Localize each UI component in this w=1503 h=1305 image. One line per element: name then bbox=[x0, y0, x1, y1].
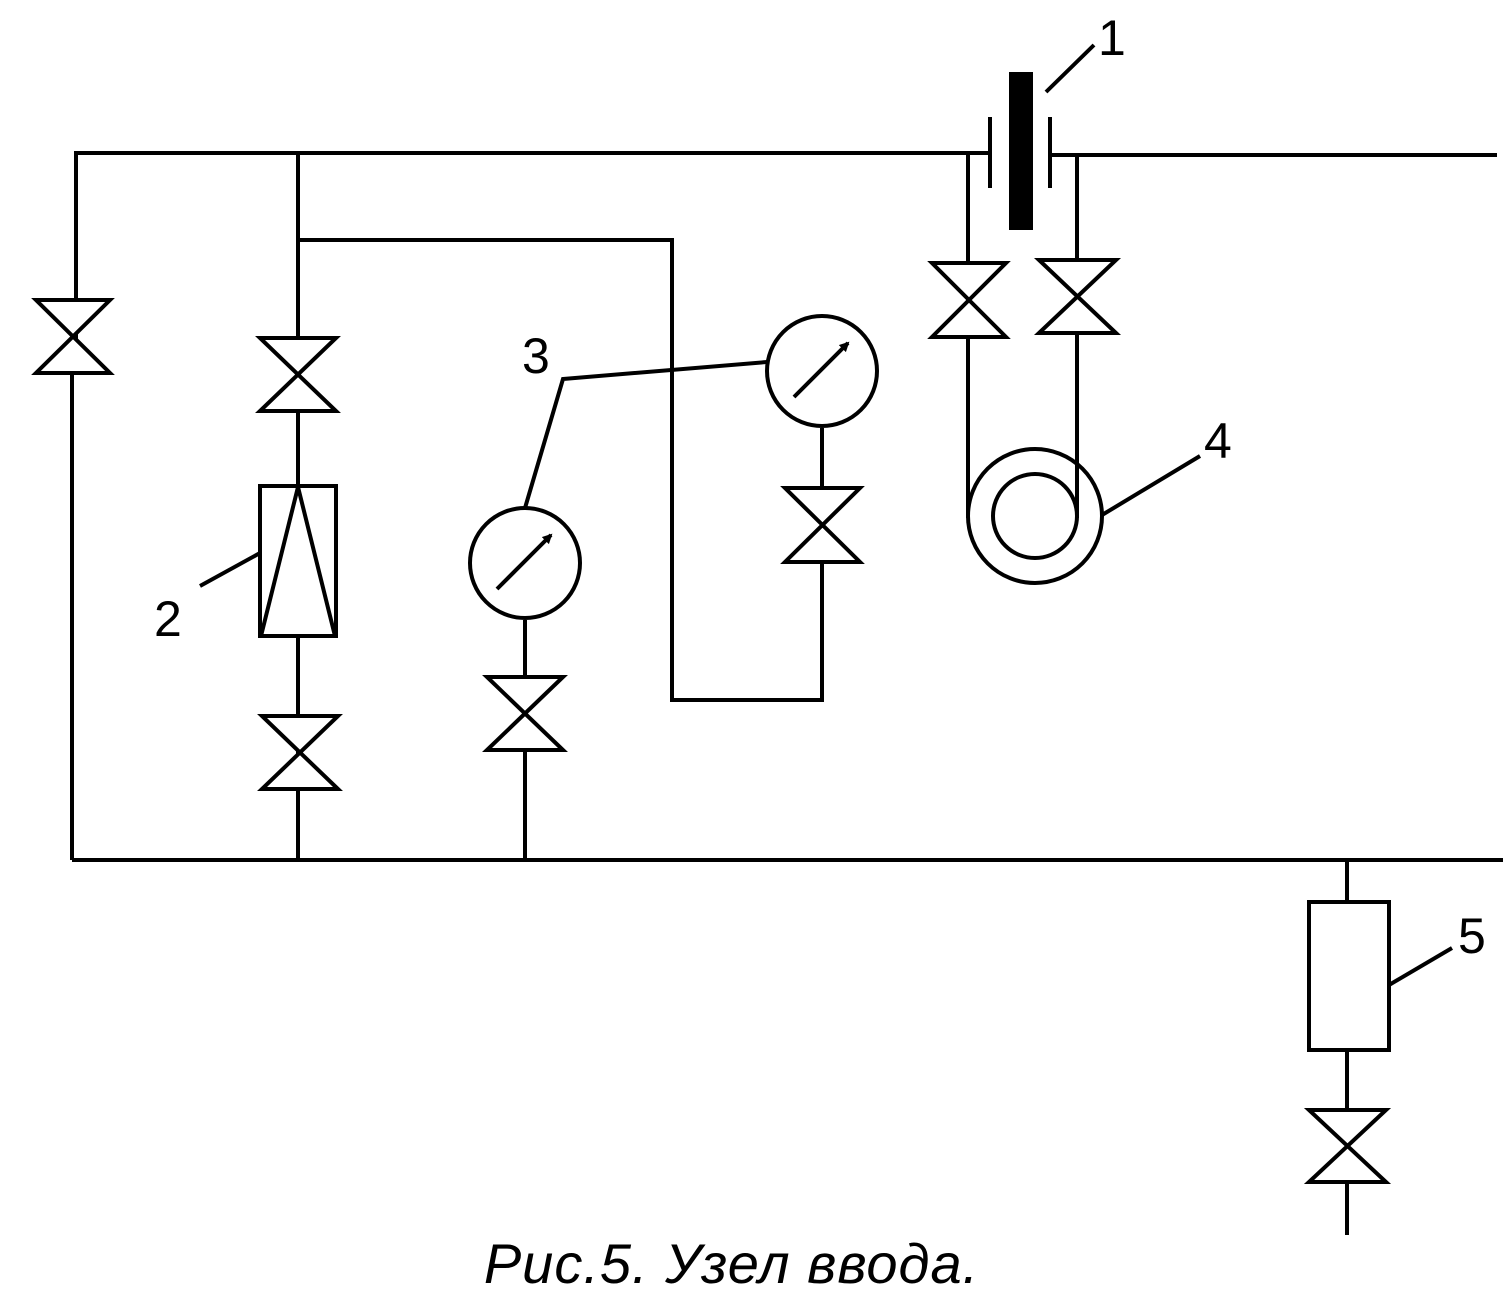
item-labels: 1 2 3 4 5 bbox=[154, 10, 1486, 964]
leader-4 bbox=[1100, 454, 1202, 517]
coil-icon bbox=[966, 447, 1104, 585]
valve-icon bbox=[482, 675, 568, 752]
label-3: 3 bbox=[522, 328, 550, 384]
pipe-network bbox=[70, 151, 1503, 1235]
label-2: 2 bbox=[154, 591, 182, 647]
label-5: 5 bbox=[1458, 908, 1486, 964]
coil-branch-left-pipe bbox=[966, 151, 988, 518]
pressure-gauge-icon bbox=[765, 314, 879, 428]
drain-filter-icon bbox=[1307, 900, 1391, 1052]
valve-icon bbox=[927, 261, 1011, 339]
leader-3 bbox=[523, 360, 768, 509]
leader-lines bbox=[199, 43, 1454, 987]
valves bbox=[31, 258, 1392, 1184]
valve-icon bbox=[780, 486, 865, 564]
impulse-line bbox=[298, 238, 824, 702]
filter-icon bbox=[258, 484, 338, 638]
label-1: 1 bbox=[1098, 10, 1126, 66]
coil-branch-right-pipe bbox=[1052, 153, 1079, 518]
valve-icon bbox=[31, 298, 115, 375]
valve-icon bbox=[255, 336, 341, 413]
pressure-gauge-icon bbox=[468, 506, 582, 620]
leader-1 bbox=[1044, 43, 1096, 94]
leader-2 bbox=[199, 551, 261, 588]
label-4: 4 bbox=[1204, 413, 1232, 469]
figure-caption: Рис.5. Узел ввода. bbox=[483, 1232, 980, 1295]
orifice-plate-icon bbox=[988, 72, 1052, 230]
valve-icon bbox=[257, 714, 343, 791]
leader-5 bbox=[1387, 946, 1454, 987]
valve-icon bbox=[1033, 258, 1122, 335]
valve-icon bbox=[1303, 1108, 1392, 1184]
